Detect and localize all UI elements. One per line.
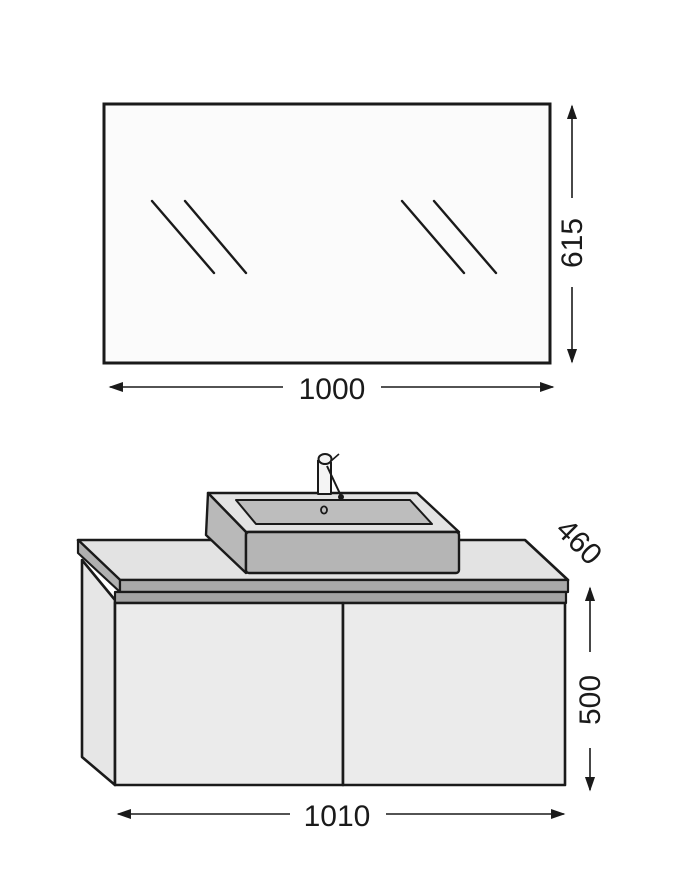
mirror-reflection-icon (150, 199, 498, 275)
basin-left-side (204, 491, 248, 575)
vanity-width-label: 1010 (304, 800, 371, 833)
vanity-height-label: 500 (574, 675, 607, 725)
cabinet-door-right (341, 601, 567, 787)
basin-front-side (244, 530, 461, 575)
cabinet-door-left (113, 601, 345, 787)
vanity-width-dimension: 1010 (116, 800, 566, 833)
mirror (102, 102, 552, 365)
handle-band (113, 590, 568, 605)
mirror-height-label: 615 (556, 218, 589, 268)
vanity-depth-label: 460 (549, 513, 608, 572)
vanity-height-dimension: 500 (574, 586, 607, 792)
drain-icon (320, 505, 328, 515)
mirror-width-dimension: 1000 (108, 373, 555, 406)
mirror-width-label: 1000 (299, 373, 366, 406)
cabinet-side-panel (80, 558, 117, 787)
faucet-icon (317, 453, 344, 500)
mirror-height-dimension: 615 (556, 104, 589, 364)
basin (204, 453, 461, 575)
basin-bowl (235, 499, 433, 525)
countertop-front-edge (118, 578, 570, 594)
vanity-cabinet (76, 538, 570, 787)
